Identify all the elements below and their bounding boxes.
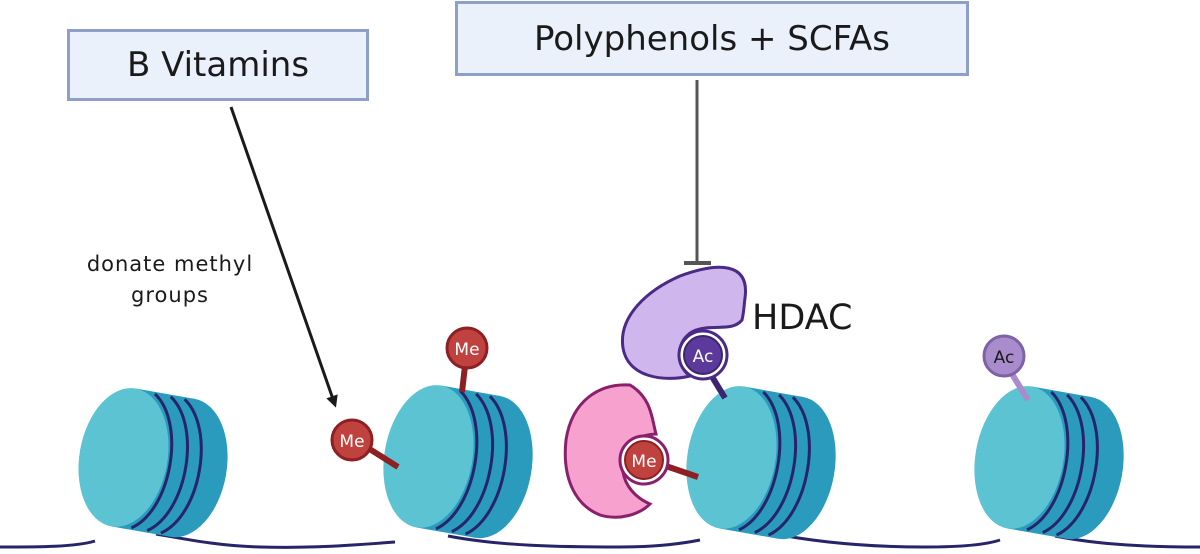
nucleosome — [974, 386, 1124, 540]
acetyl-mark: Ac — [677, 329, 729, 400]
dna-strand — [0, 531, 1200, 549]
acetyl-mark-label: Ac — [994, 348, 1015, 368]
dnmt-enzyme — [563, 383, 658, 519]
nucleosome — [78, 388, 228, 538]
methyl-mark: Me — [445, 326, 489, 393]
hdac-enzyme — [620, 265, 747, 380]
nucleosome — [383, 385, 533, 539]
nucleosome — [686, 386, 836, 540]
polyphenols-scfas-box: Polyphenols + SCFAs — [455, 1, 969, 76]
b-vitamins-label: B Vitamins — [126, 45, 310, 85]
b-vitamins-box: B Vitamins — [67, 29, 369, 101]
methyl-mark-label: Me — [454, 340, 479, 360]
methyl-mark-label: Me — [339, 432, 364, 452]
polyphenols-scfas-label: Polyphenols + SCFAs — [533, 18, 891, 59]
donate-line-2: groups — [131, 283, 209, 307]
acetyl-mark: Ac — [982, 334, 1031, 402]
b-vitamins-arrow — [229, 106, 338, 408]
donate-line-1: donate methyl — [86, 252, 254, 276]
methyl-mark: Me — [618, 434, 699, 486]
donate-methyl-groups-label: donate methyl groups — [40, 249, 300, 311]
methyl-mark-label: Me — [631, 452, 656, 472]
acetyl-mark-label: Ac — [693, 347, 714, 367]
methyl-mark: Me — [330, 418, 400, 470]
hdac-label: HDAC — [752, 298, 853, 338]
